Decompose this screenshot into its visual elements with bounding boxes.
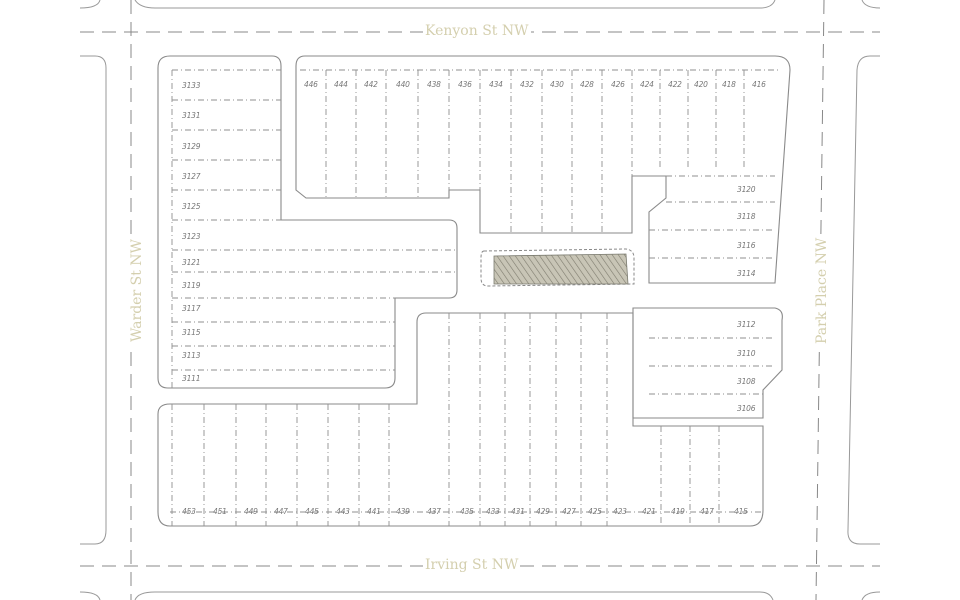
lot-number: 449 bbox=[244, 507, 258, 516]
lot-number: 416 bbox=[752, 80, 766, 89]
lot-number: 431 bbox=[511, 507, 525, 516]
street-label-warder: Warder St NW bbox=[129, 239, 145, 344]
lot-number: 441 bbox=[367, 507, 381, 516]
lot-number: 447 bbox=[274, 507, 288, 516]
lot-number: 3125 bbox=[182, 202, 201, 211]
lot-number: 3114 bbox=[737, 269, 756, 278]
lot-number: 3106 bbox=[737, 404, 756, 413]
lot-number: 3123 bbox=[182, 232, 201, 241]
lot-number: 442 bbox=[364, 80, 378, 89]
lot-number: 419 bbox=[671, 507, 685, 516]
lot-number: 3111 bbox=[182, 374, 201, 383]
lot-number: 428 bbox=[580, 80, 594, 89]
building-footprint bbox=[480, 248, 635, 287]
lot-number: 433 bbox=[486, 507, 500, 516]
lot-lines bbox=[170, 69, 780, 526]
lot-number: 421 bbox=[642, 507, 656, 516]
lot-number: 3108 bbox=[737, 377, 756, 386]
lot-number: 425 bbox=[588, 507, 602, 516]
lot-number: 436 bbox=[458, 80, 472, 89]
lot-number: 432 bbox=[520, 80, 534, 89]
lot-number: 445 bbox=[305, 507, 319, 516]
block-outline bbox=[157, 55, 791, 527]
lot-number: 3118 bbox=[737, 212, 756, 221]
lot-number: 3110 bbox=[737, 349, 756, 358]
lot-number: 437 bbox=[427, 507, 441, 516]
lot-number: 444 bbox=[334, 80, 348, 89]
lot-number: 424 bbox=[640, 80, 654, 89]
lot-number: 434 bbox=[489, 80, 503, 89]
lot-number: 423 bbox=[613, 507, 627, 516]
street-label-irving: Irving St NW bbox=[423, 557, 521, 573]
lot-number: 427 bbox=[562, 507, 576, 516]
lot-number: 422 bbox=[668, 80, 682, 89]
lot-number: 429 bbox=[536, 507, 550, 516]
lot-number: 435 bbox=[460, 507, 474, 516]
lot-number: 415 bbox=[734, 507, 748, 516]
lot-number: 3129 bbox=[182, 142, 201, 151]
lot-number: 426 bbox=[611, 80, 625, 89]
neighbor-blocks bbox=[79, 0, 881, 600]
lot-number: 446 bbox=[304, 80, 318, 89]
lot-number: 3131 bbox=[182, 111, 201, 120]
lot-number: 3121 bbox=[182, 258, 201, 267]
lot-number: 430 bbox=[550, 80, 564, 89]
lot-number: 3117 bbox=[182, 304, 201, 313]
lot-number: 443 bbox=[336, 507, 350, 516]
lot-number: 438 bbox=[427, 80, 441, 89]
lot-number: 440 bbox=[396, 80, 410, 89]
lot-number: 420 bbox=[694, 80, 708, 89]
lot-number: 3133 bbox=[182, 81, 201, 90]
lot-number: 451 bbox=[213, 507, 227, 516]
lot-number: 3112 bbox=[737, 320, 756, 329]
lot-number: 417 bbox=[700, 507, 714, 516]
lot-number: 439 bbox=[396, 507, 410, 516]
lot-number: 3113 bbox=[182, 351, 201, 360]
lot-number: 3119 bbox=[182, 281, 201, 290]
lot-number: 3120 bbox=[737, 185, 756, 194]
lot-number: 453 bbox=[182, 507, 196, 516]
lot-number: 3116 bbox=[737, 241, 756, 250]
street-label-kenyon: Kenyon St NW bbox=[423, 23, 531, 39]
lot-number: 418 bbox=[722, 80, 736, 89]
street-label-park-place: Park Place NW bbox=[814, 237, 830, 346]
lot-number: 3127 bbox=[182, 172, 201, 181]
lot-number: 3115 bbox=[182, 328, 201, 337]
